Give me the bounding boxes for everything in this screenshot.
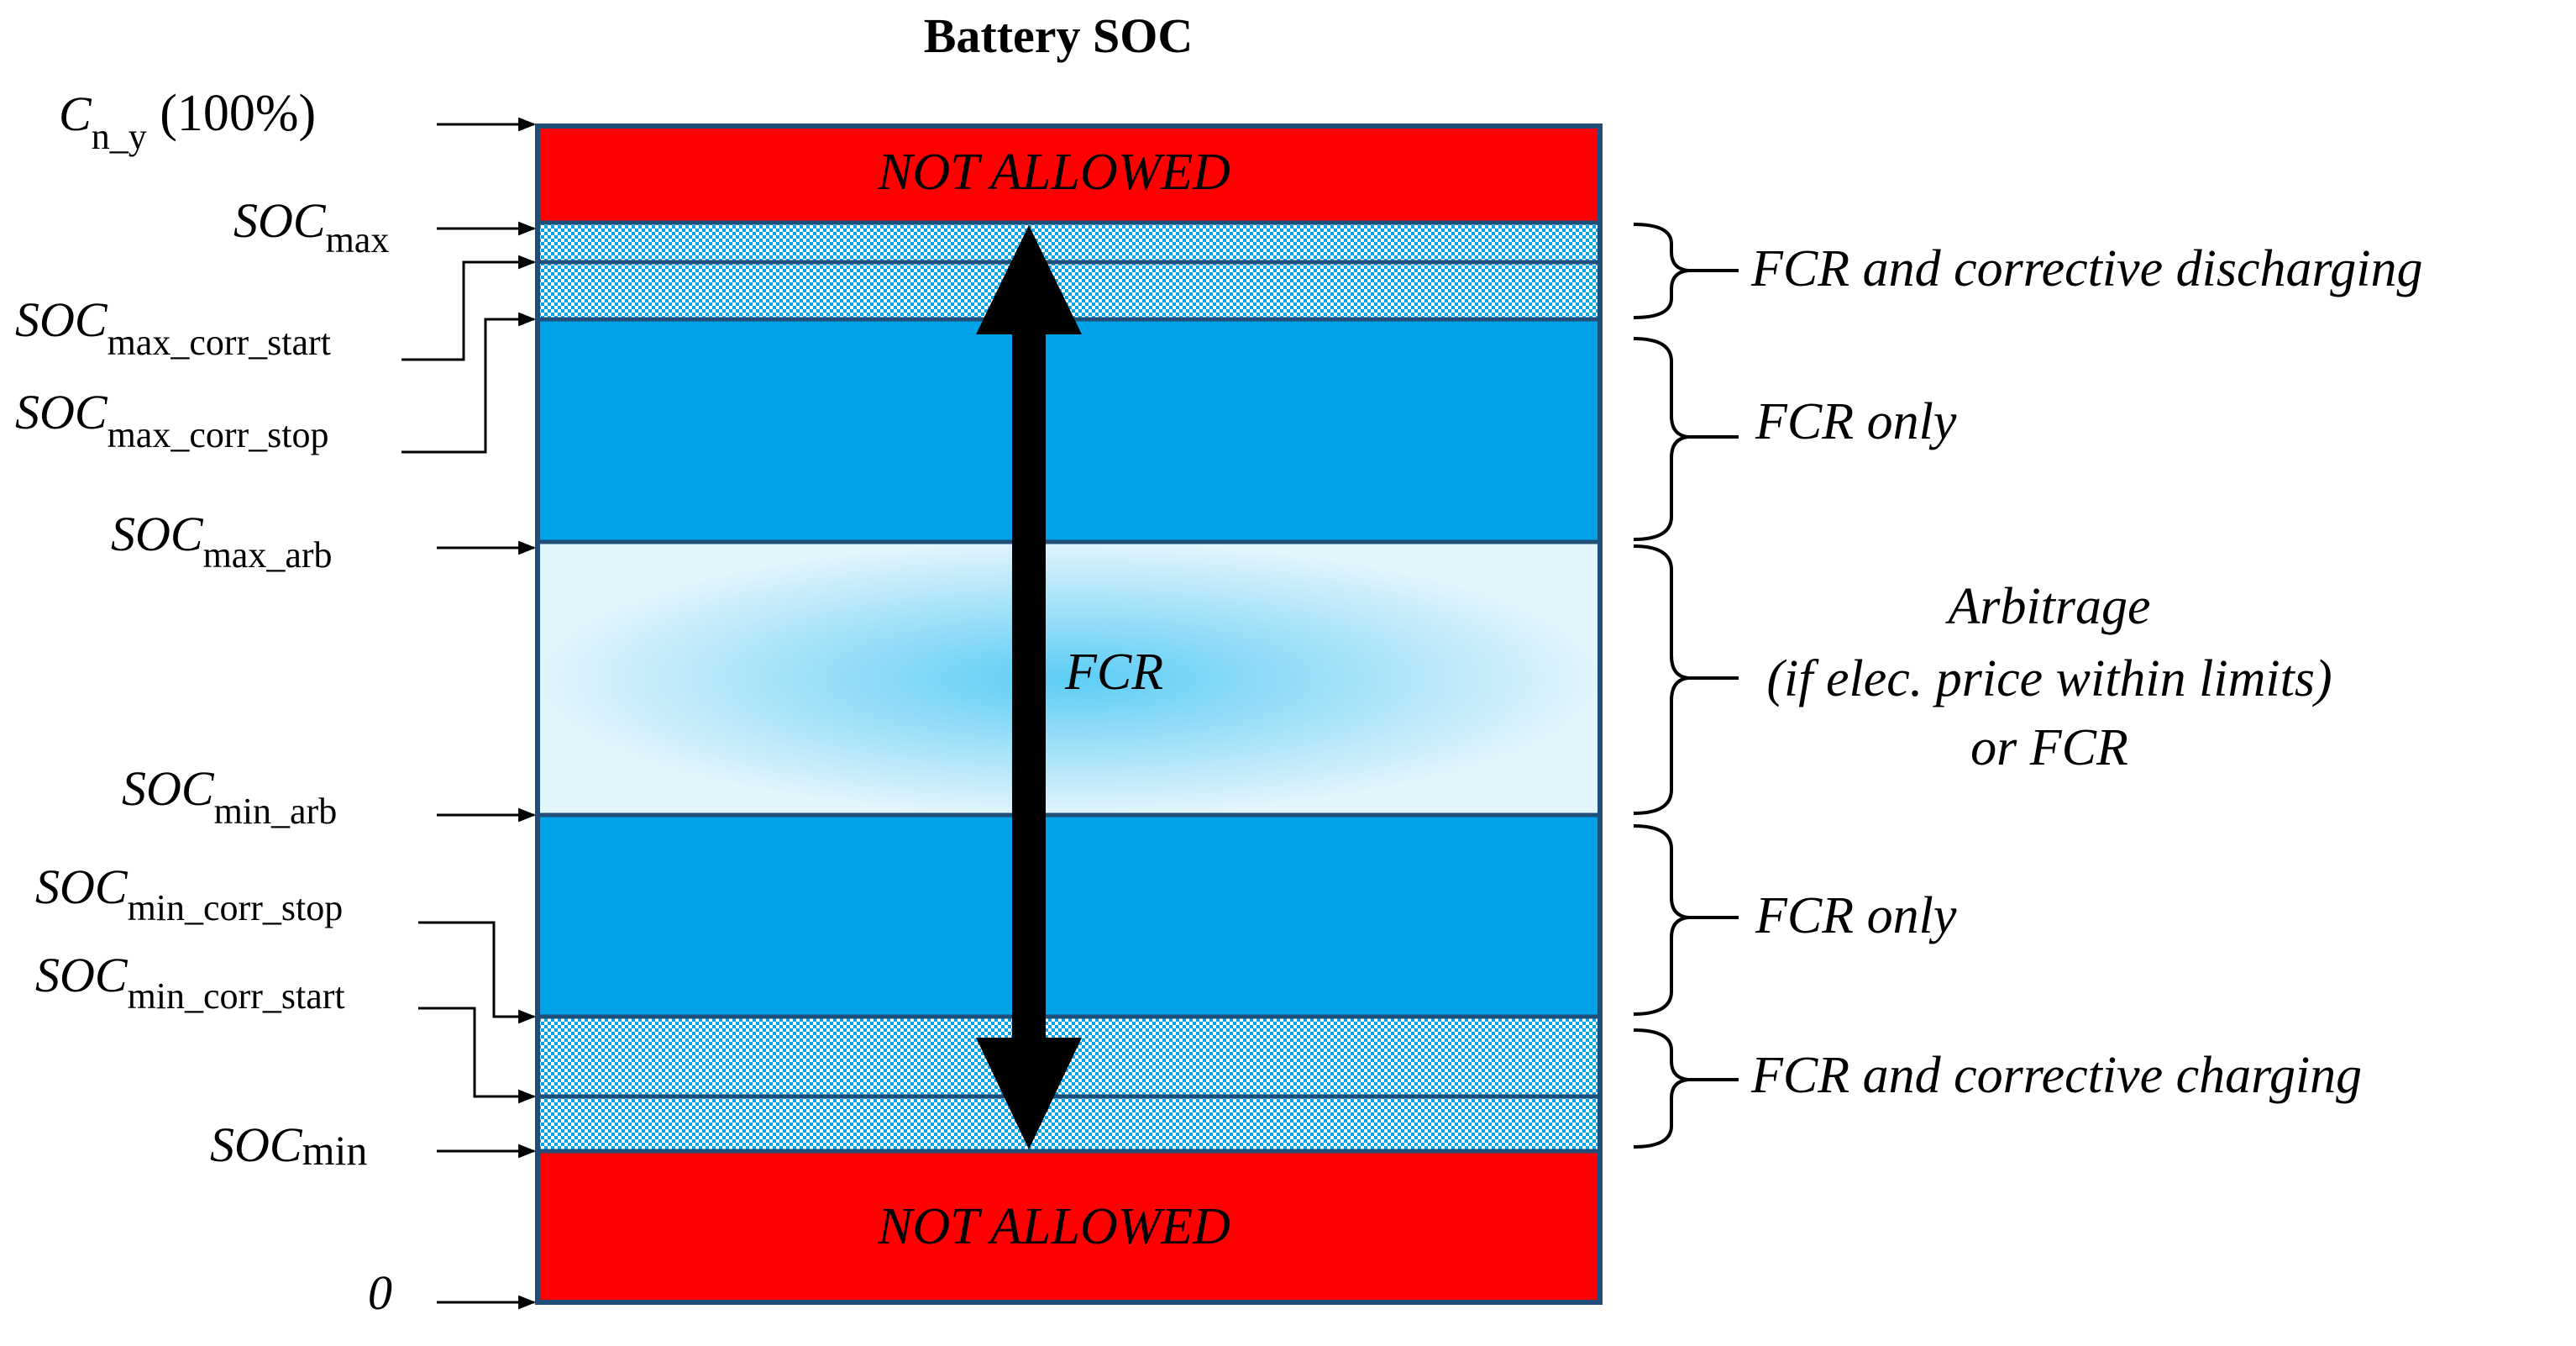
arrow-soc-min-corr-start <box>418 1007 537 1104</box>
brace-lower-fcr-only <box>1633 824 1739 1016</box>
brace-lower-corrective <box>1633 1028 1739 1149</box>
brace-upper-corrective <box>1633 223 1739 319</box>
zone-upper-corrective <box>538 223 1600 319</box>
soc-max-corr-stop-label: SOCmax_corr_stop <box>15 385 329 455</box>
lower-corrective-label: FCR and corrective charging <box>1750 1047 2362 1104</box>
zone-top-not-allowed <box>538 126 1600 223</box>
soc-min-corr-stop-label: SOCmin_corr_stop <box>35 860 343 928</box>
lower-fcr-only-label: FCR only <box>1755 887 1957 944</box>
arrow-head-down <box>976 1038 1082 1149</box>
left-pointer-arrows <box>401 117 537 1310</box>
bar-outline <box>535 124 1603 1305</box>
bottom-not-allowed-label: NOT ALLOWED <box>877 1198 1230 1255</box>
soc-min-arb-label: SOCmin_arb <box>122 761 337 832</box>
arbitrage-label-line2: (if elec. price within limits) <box>1766 650 2332 707</box>
right-braces <box>1633 223 1739 1149</box>
soc-min-label: SOCmin <box>210 1117 367 1174</box>
brace-arbitrage <box>1633 544 1739 815</box>
zone-bottom-not-allowed <box>538 1151 1600 1302</box>
zero-label: 0 <box>368 1265 392 1320</box>
soc-max-label: SOCmax <box>233 193 389 260</box>
zone-lower-corrective <box>538 1017 1600 1151</box>
soc-max-arb-label: SOCmax_arb <box>111 507 333 576</box>
left-labels: Cn_y (100%) SOCmax SOCmax_corr_start SOC… <box>15 85 392 1320</box>
right-labels: FCR and corrective discharging FCR only … <box>1750 240 2423 1104</box>
zone-upper-fcr-only <box>538 319 1600 542</box>
arbitrage-label-line3: or FCR <box>1970 719 2128 776</box>
arrow-soc-max-corr-stop <box>401 312 537 454</box>
zone-dividers <box>538 220 1600 1154</box>
upper-fcr-only-label: FCR only <box>1755 393 1957 450</box>
upper-corrective-label: FCR and corrective discharging <box>1750 240 2423 297</box>
soc-max-corr-start-label: SOCmax_corr_start <box>15 292 331 363</box>
soc-bar <box>535 124 1603 1305</box>
fcr-arrow-label: FCR <box>1064 644 1163 701</box>
fcr-double-arrow <box>976 225 1082 1149</box>
soc-min-corr-start-label: SOCmin_corr_start <box>35 948 345 1017</box>
arrow-head-up <box>976 225 1082 334</box>
arbitrage-label-line1: Arbitrage <box>1944 578 2150 635</box>
brace-upper-fcr-only <box>1633 337 1739 541</box>
diagram-title: Battery SOC <box>924 8 1194 63</box>
zone-lower-fcr-only <box>538 815 1600 1017</box>
cny-label: Cn_y (100%) <box>59 85 316 157</box>
zone-arbitrage <box>538 542 1600 815</box>
arrow-soc-max-corr-start <box>401 255 537 361</box>
top-not-allowed-label: NOT ALLOWED <box>877 144 1230 201</box>
arrow-soc-min-corr-stop <box>418 921 537 1024</box>
